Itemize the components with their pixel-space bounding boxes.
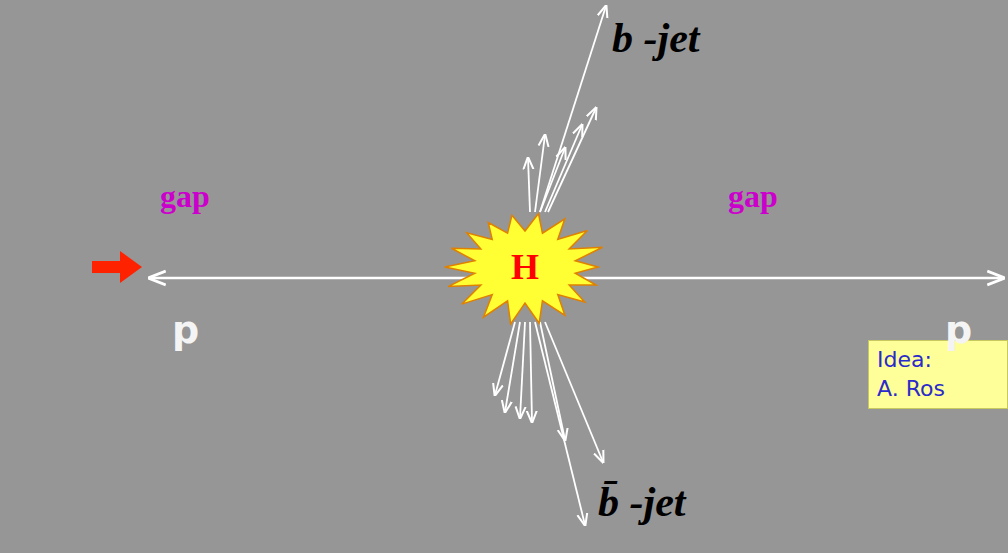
gap-label: gap — [160, 178, 210, 215]
higgs-burst: H — [440, 207, 610, 327]
jet-label: b -jet — [612, 14, 699, 62]
proton-label: p — [945, 308, 972, 352]
jet-label: b̄ -jet — [598, 478, 685, 526]
gap-label: gap — [728, 178, 778, 215]
particle-symbol: H — [511, 244, 539, 291]
note-box: Idea: A. Ros — [868, 340, 1008, 409]
proton-label: p — [172, 308, 199, 352]
incoming-arrow — [92, 251, 142, 283]
note-text: Idea: A. Ros — [877, 346, 949, 403]
